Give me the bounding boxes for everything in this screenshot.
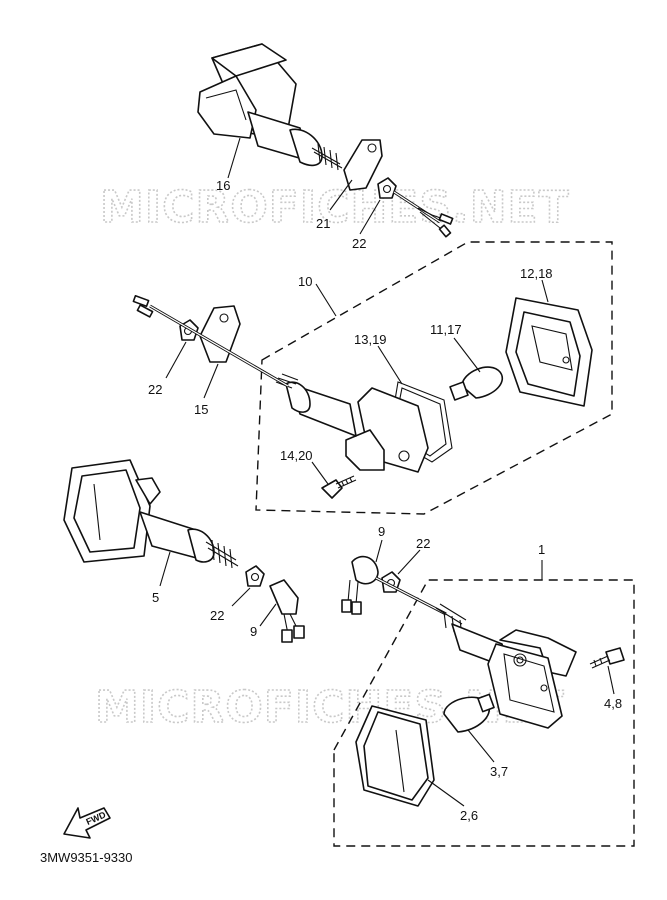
- label-21: 21: [316, 216, 330, 231]
- bulb-11-17: [449, 366, 503, 401]
- label-12-18: 12,18: [520, 266, 553, 281]
- lens-12-18: [505, 297, 593, 407]
- label-10: 10: [298, 274, 312, 289]
- grommet-9-and-nut-22: [341, 555, 447, 616]
- label-15: 15: [194, 402, 208, 417]
- label-5: 5: [152, 590, 159, 605]
- label-9-right: 9: [378, 524, 385, 539]
- turn-signal-assembly-5: [63, 459, 305, 643]
- screw-14-20: [321, 475, 357, 499]
- label-11-17: 11,17: [430, 322, 462, 337]
- screw-4-8: [589, 647, 625, 669]
- group-outline-10: [255, 241, 613, 515]
- watermark-top: MICROFICHES.NET: [100, 182, 570, 233]
- lens-2-6: [355, 705, 435, 807]
- group-outline-1: [333, 579, 635, 847]
- housing-body-1: [435, 603, 577, 729]
- label-22-mid: 22: [148, 382, 162, 397]
- label-22-right: 22: [416, 536, 430, 551]
- label-22-left: 22: [210, 608, 224, 623]
- label-3-7: 3,7: [490, 764, 508, 779]
- bulb-3-7: [443, 693, 495, 733]
- label-4-8: 4,8: [604, 696, 622, 711]
- housing-body-10: [275, 373, 429, 473]
- label-22-top: 22: [352, 236, 366, 251]
- label-1: 1: [538, 542, 545, 557]
- turn-signal-assembly-16: [197, 43, 454, 238]
- forward-arrow-icon: FWD: [63, 807, 111, 839]
- label-13-19: 13,19: [354, 332, 387, 347]
- bracket-15-and-nut-22: [132, 294, 289, 388]
- label-14-20: 14,20: [280, 448, 313, 463]
- diagram-code: 3MW9351-9330: [40, 850, 133, 865]
- label-16: 16: [216, 178, 230, 193]
- label-2-6: 2,6: [460, 808, 478, 823]
- label-9-left: 9: [250, 624, 257, 639]
